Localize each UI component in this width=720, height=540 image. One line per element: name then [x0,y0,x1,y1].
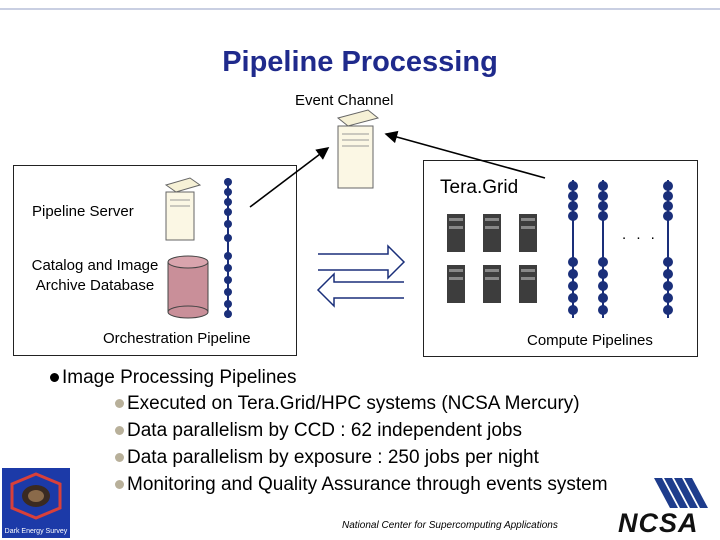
des-logo-text: Dark Energy Survey [4,528,68,535]
dark-energy-survey-logo: Dark Energy Survey [2,468,70,538]
teragrid-to-event-arrow [384,130,546,179]
event-channel-label: Event Channel [295,92,394,109]
compute-pipeline-chain [568,180,578,318]
pipeline-server-label: Pipeline Server [30,203,136,220]
bullet-main: Image Processing Pipelines [50,366,710,390]
compute-node-icon [483,265,501,303]
orchestration-to-event-arrow [249,147,330,208]
pipeline-server-icon [164,177,202,241]
event-server-icon [336,109,380,189]
compute-node-icon [447,214,465,252]
ncsa-logo-text: NCSA [618,508,699,538]
database-icon [167,255,209,319]
bullet-icon [115,453,124,463]
send-arrow-right [318,244,406,280]
compute-pipeline-icons [568,180,673,318]
bullet-list: Image Processing Pipelines Executed on T… [50,366,710,498]
catalog-database-label: Catalog and Image Archive Database [31,257,159,294]
compute-pipeline-chain [663,180,673,318]
compute-pipeline-chain [598,180,608,318]
ncsa-logo: NCSA [618,474,714,538]
footer-text: National Center for Supercomputing Appli… [342,520,558,531]
bullet-sub: Data parallelism by exposure : 250 jobs … [115,444,710,471]
bullet-sub: Executed on Tera.Grid/HPC systems (NCSA … [115,390,710,417]
ncsa-emblem-icon [654,478,708,508]
orchestration-pipeline-label: Orchestration Pipeline [103,330,251,347]
compute-node-icon [447,265,465,303]
slide-title: Pipeline Processing [222,46,498,78]
compute-node-icon [519,265,537,303]
bullet-icon [50,373,59,383]
teragrid-label: Tera.Grid [440,177,519,198]
bullet-icon [115,426,124,436]
orchestration-pipeline-icon [224,178,232,318]
exchange-arrows [316,244,406,308]
compute-nodes [447,214,537,303]
bullet-sub: Monitoring and Quality Assurance through… [115,471,710,498]
des-emblem-icon [10,472,62,520]
bullet-icon [115,480,124,490]
teragrid-panel [423,160,698,357]
compute-node-icon [483,214,501,252]
bullet-sub: Data parallelism by CCD : 62 independent… [115,417,710,444]
compute-node-icon [519,214,537,252]
bullet-icon [115,399,124,409]
compute-pipelines-label: Compute Pipelines [527,332,653,349]
orchestration-panel [13,165,297,356]
ellipsis-indicator: . . . [622,226,658,243]
receive-arrow-left [316,272,404,308]
top-rule [0,8,720,10]
